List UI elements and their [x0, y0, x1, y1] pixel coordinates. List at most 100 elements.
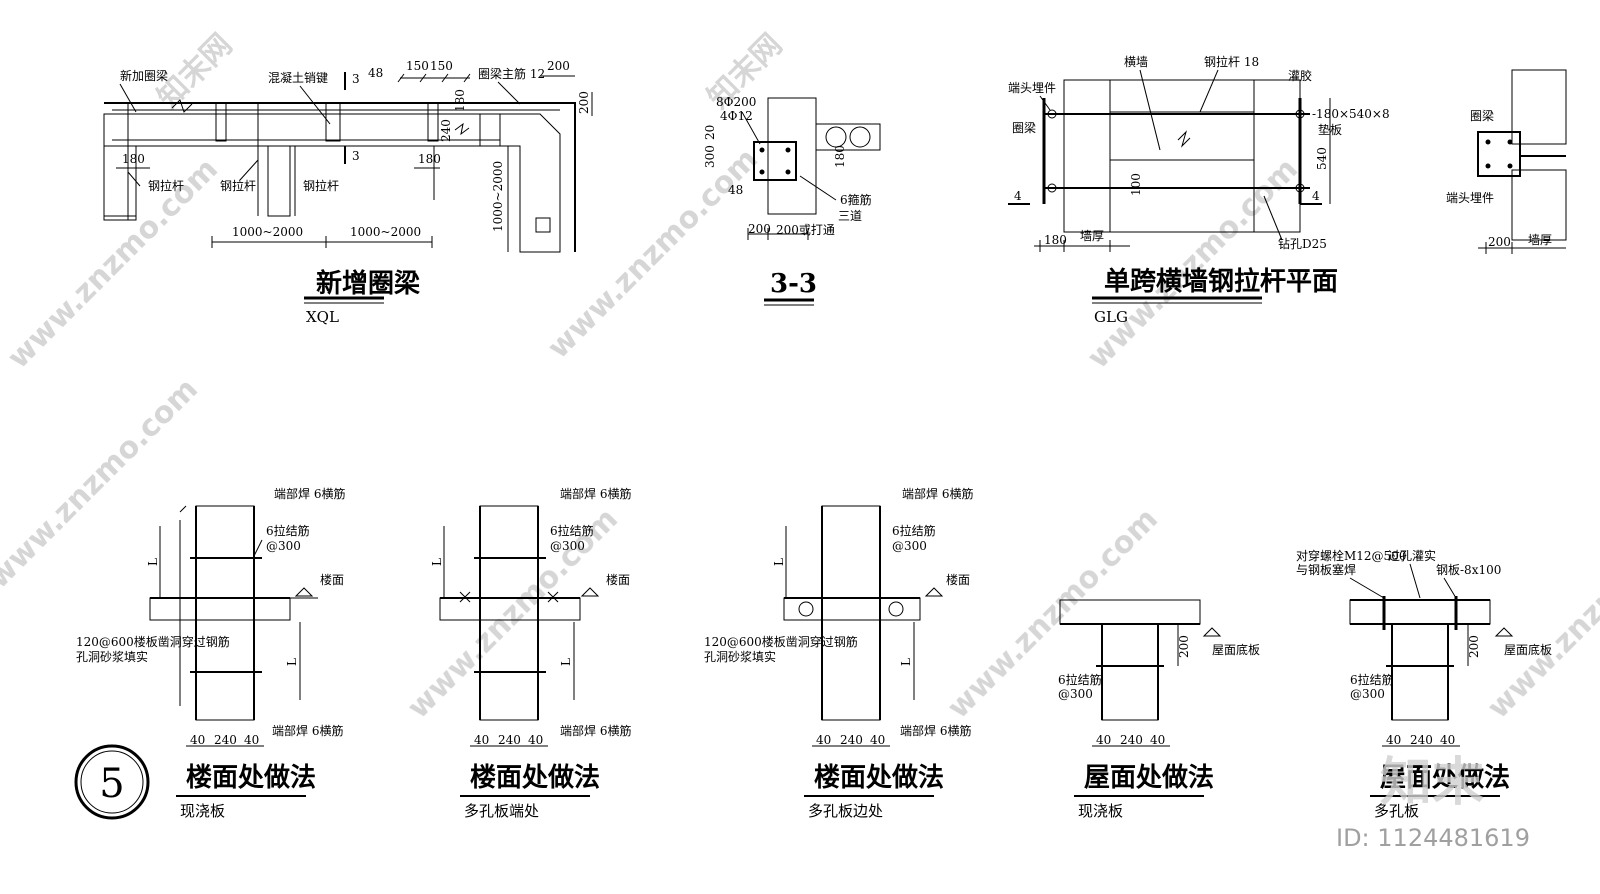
- section-floor-hollow-slab-edge: 端部焊 6横筋 6拉结筋 @300 楼面 120@600楼板凿洞穿过钢筋 孔洞砂…: [704, 486, 973, 820]
- dim-L: L: [559, 658, 573, 666]
- label-drill-hole: 钻孔D25: [1278, 236, 1327, 251]
- label-floor: 楼面: [946, 572, 970, 587]
- label-end-part: 端头埋件: [1446, 191, 1494, 205]
- drawing-title: 新增圈梁: [316, 268, 420, 299]
- dim-180: 180: [1044, 233, 1067, 247]
- section-roof-cast-slab: 200 屋面底板 6拉结筋 @300 40 240 40 屋面处做法 现浇板: [1058, 599, 1260, 820]
- label-tie-bar: 6拉结筋: [1350, 672, 1394, 687]
- label-tie-bar: 6拉结筋: [892, 523, 936, 538]
- label-tie-rod: 钢拉杆 18: [1204, 54, 1259, 69]
- dim-span: 1000~2000: [350, 225, 421, 239]
- watermark-text: www.znzmo.com: [1, 152, 225, 376]
- dim-240: 240: [498, 733, 521, 747]
- label-main-bar: 圈梁主筋 12: [478, 66, 545, 81]
- section-title: 楼面处做法: [814, 763, 944, 793]
- dim-label: 8Φ200: [716, 95, 756, 109]
- drawing-single-span-tie-rod: 横墙 钢拉杆 18 灌胶 端头埋件 圈梁 -180×540×8 垫板 540 1…: [1008, 54, 1390, 326]
- dim-span: 1000~2000: [232, 225, 303, 239]
- dim-100: 100: [1129, 173, 1143, 196]
- dim-L: L: [146, 558, 160, 566]
- label-end-weld: 端部焊 6横筋: [560, 486, 631, 501]
- label-end-part: 端头埋件: [1008, 81, 1056, 95]
- dim-240: 240: [840, 733, 863, 747]
- drawing-section-3-3: 8Φ200 4Φ12 300 20 48 180 6箍筋 三道 200 200或…: [703, 95, 881, 306]
- section-title: 屋面处做法: [1084, 763, 1214, 793]
- dim-label: 4Φ12: [720, 109, 753, 123]
- label-end-weld: 端部焊 6横筋: [274, 486, 345, 501]
- section-title: 楼面处做法: [186, 763, 316, 793]
- section-subtitle: 多孔板: [1374, 802, 1419, 820]
- dim-40: 40: [1150, 733, 1165, 747]
- label-grout: 灌胶: [1288, 68, 1312, 83]
- dim-label: 20: [703, 125, 717, 140]
- drawing-code: GLG: [1094, 308, 1128, 326]
- label-grout: 过孔灌实: [1388, 548, 1436, 563]
- dim-180: 180: [453, 89, 467, 112]
- label-spacing: @300: [1350, 687, 1385, 701]
- label-floor: 楼面: [606, 572, 630, 587]
- dim-label: 48: [728, 183, 743, 197]
- label-tie-bar: 6拉结筋: [266, 523, 310, 538]
- dim-4: 4: [1312, 189, 1320, 203]
- section-floor-cast-slab: 端部焊 6横筋 6拉结筋 @300 楼面 120@600楼板凿洞穿过钢筋 孔洞砂…: [76, 486, 345, 820]
- dim-label: 180: [833, 145, 847, 168]
- label-bars: 6箍筋: [840, 192, 872, 207]
- dim-180: 180: [418, 152, 441, 166]
- label-roof-slab: 屋面底板: [1212, 642, 1260, 657]
- dim-540: 540: [1315, 147, 1329, 170]
- image-id-watermark: ID: 1124481619: [1336, 824, 1530, 852]
- label-roof-slab: 屋面底板: [1504, 642, 1552, 657]
- label-hole-fill: 孔洞砂浆填实: [76, 649, 148, 664]
- section-floor-hollow-slab-end: 端部焊 6横筋 6拉结筋 @300 楼面 端部焊 6横筋 L L 40 240 …: [430, 486, 631, 820]
- section-subtitle: 现浇板: [1078, 802, 1123, 820]
- label-slab-hole: 120@600楼板凿洞穿过钢筋: [76, 634, 230, 649]
- label-steel-rod: 钢拉杆: [148, 178, 184, 193]
- dim-40: 40: [474, 733, 489, 747]
- label-tie-bar: 6拉结筋: [550, 523, 594, 538]
- label-ring-beam: 圈梁: [1470, 108, 1494, 123]
- label-tie-bar: 6拉结筋: [1058, 672, 1102, 687]
- section-subtitle: 多孔板端处: [464, 802, 539, 820]
- label-end-weld: 端部焊 6横筋: [902, 486, 973, 501]
- label-spacing: @300: [266, 539, 301, 553]
- section-mark-3: 3: [352, 149, 360, 163]
- drawing-title: 单跨横墙钢拉杆平面: [1104, 266, 1338, 297]
- watermark-text: www.znzmo.com: [941, 502, 1165, 726]
- label-end-weld: 端部焊 6横筋: [272, 723, 343, 738]
- label-wall-thickness: 墙厚: [1080, 229, 1104, 243]
- dim-48: 48: [368, 66, 383, 80]
- label-open: 200或打通: [776, 223, 835, 237]
- dim-label: 300: [703, 145, 717, 168]
- section-roof-hollow-slab: 对穿螺栓M12@500 与钢板塞焊 过孔灌实 钢板-8x100 200 屋面底板…: [1296, 548, 1552, 820]
- label-concrete-pin: 混凝土销键: [268, 70, 328, 85]
- dim-L: L: [899, 658, 913, 666]
- label-steel-plate: 钢板-8x100: [1436, 563, 1501, 577]
- watermark-layer: www.znzmo.com www.znzmo.com www.znzmo.co…: [0, 27, 1600, 725]
- section-title: 楼面处做法: [470, 763, 600, 793]
- dim-40: 40: [870, 733, 885, 747]
- label-three: 三道: [838, 209, 862, 223]
- dim-150: 150: [430, 59, 453, 73]
- label-floor: 楼面: [320, 572, 344, 587]
- label-plate: -180×540×8: [1312, 107, 1390, 121]
- label-end-weld: 端部焊 6横筋: [560, 723, 631, 738]
- dim-40: 40: [190, 733, 205, 747]
- dim-40: 40: [528, 733, 543, 747]
- dim-span-vertical: 1000~2000: [491, 161, 505, 232]
- drawing-partial-right: 圈梁 端头埋件 200 墙厚: [1446, 69, 1567, 254]
- section-subtitle: 多孔板边处: [808, 802, 883, 820]
- dim-240: 240: [1410, 733, 1433, 747]
- dim-L: L: [430, 558, 444, 566]
- label-ring-beam: 圈梁: [1012, 120, 1036, 135]
- label-end-weld: 端部焊 6横筋: [900, 723, 971, 738]
- dim-40: 40: [816, 733, 831, 747]
- watermark-text: www.znzmo.com: [0, 372, 205, 596]
- dim-180: 180: [122, 152, 145, 166]
- dim-40: 40: [1096, 733, 1111, 747]
- label-spacing: @300: [892, 539, 927, 553]
- label-hole-fill: 孔洞砂浆填实: [704, 649, 776, 664]
- detail-number-badge: 5: [74, 744, 150, 820]
- dim-L: L: [772, 558, 786, 566]
- dim-4: 4: [1014, 189, 1022, 203]
